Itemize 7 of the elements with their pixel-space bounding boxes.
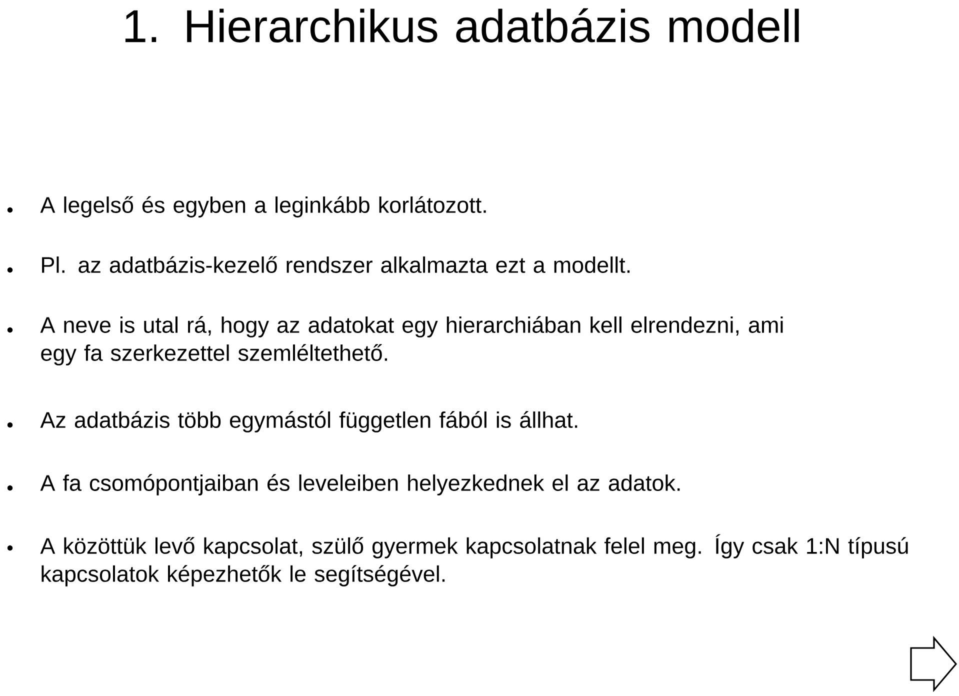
bullet-point: A legelső és egyben a leginkább korlátozott. <box>7 196 486 218</box>
slide-title: 1. Hierarchikus adatbázis modell <box>125 8 799 43</box>
bullet-point: A neve is utal rá, hogy az adatokat egy hierarchiában kell elrendezni, ami egy fa szerkezettel szemléltethető. <box>7 316 783 366</box>
bullet-point: Az adatbázis több egymástól független fából is állhat. <box>7 411 578 432</box>
bullet-point: A közöttük levő kapcsolat, szülő gyermek kapcsolatnak felel meg. Így csak 1:N típusú kapcsolatok képezhetők le segítségével. <box>7 534 908 586</box>
bullet-point: A fa csomópontjaiban és leveleiben helyezkednek el az adatok. <box>7 474 680 496</box>
bullet-point: Pl. az adatbázis-kezelő rendszer alkalmazta ezt a modellt. <box>7 256 630 273</box>
